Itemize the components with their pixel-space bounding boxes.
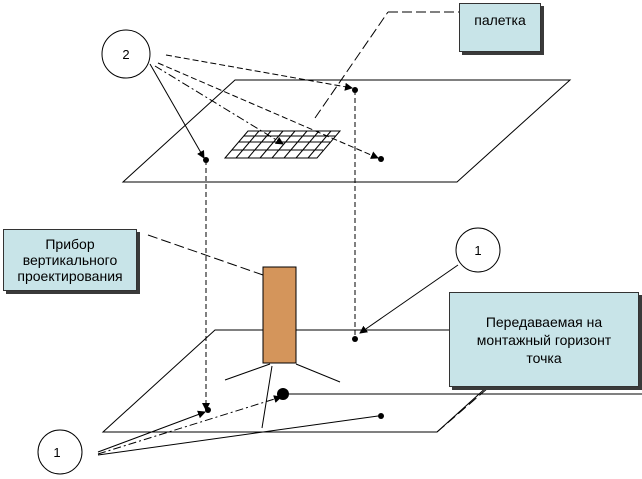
marker-2-arrows: [149, 54, 379, 159]
point-lower-right: [378, 413, 384, 419]
callout-transferred-point: Передаваемая на монтажный горизонт точка: [449, 292, 639, 387]
svg-text:2: 2: [122, 47, 129, 62]
marker-circle-1-bottom: 1: [37, 429, 83, 475]
svg-text:1: 1: [474, 243, 481, 258]
upper-plane: [121, 79, 572, 183]
palette-grid: [223, 130, 342, 159]
point-upper-right: [378, 156, 384, 162]
svg-text:1: 1: [53, 445, 60, 460]
point-upper-left: [203, 157, 209, 163]
marker-circle-1-right: 1: [455, 227, 501, 273]
callout-leaders: [147, 11, 489, 433]
marker-1-bottom-arrows: [97, 395, 379, 456]
point-center-large: [277, 388, 289, 400]
point-transferred: [352, 336, 358, 342]
callout-device-label: Прибор вертикального проектирования: [17, 236, 123, 284]
callout-palette: палетка: [459, 3, 541, 52]
device-body: [262, 266, 297, 364]
callout-point-label: Передаваемая на монтажный горизонт точка: [476, 313, 612, 366]
marker-1-right-arrow: [359, 264, 459, 334]
point-upper-top: [352, 87, 358, 93]
callout-device: Прибор вертикального проектирования: [3, 229, 137, 291]
device-tripod: [224, 363, 341, 429]
marker-circle-2: 2: [101, 29, 151, 79]
point-lower-left: [205, 407, 211, 413]
callout-palette-label: палетка: [474, 12, 526, 28]
